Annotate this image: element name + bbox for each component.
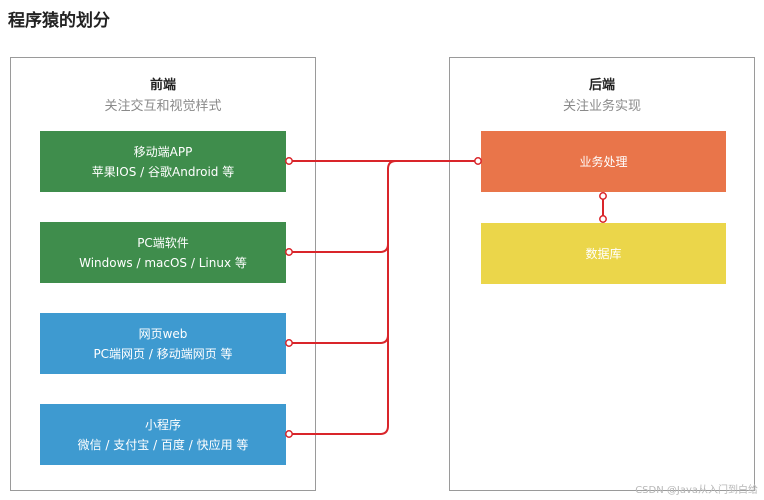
port-database-in — [599, 215, 607, 223]
business-logic-label: 业务处理 — [579, 154, 628, 169]
pc-software-box: PC端软件 Windows / macOS / Linux 等 — [40, 222, 286, 283]
mobile-app-box: 移动端APP 苹果IOS / 谷歌Android 等 — [40, 131, 286, 192]
database-box: 数据库 — [481, 223, 726, 284]
connector-web-to-business — [288, 168, 389, 344]
mini-program-label: 小程序 — [144, 417, 181, 432]
port-pc — [285, 248, 293, 256]
business-logic-box: 业务处理 — [481, 131, 726, 192]
port-business-in — [474, 157, 482, 165]
web-label: 网页web — [138, 326, 188, 341]
watermark: CSDN @Java从入门到白给 — [635, 485, 758, 496]
backend-description: 关注业务实现 — [562, 99, 641, 114]
mini-program-examples: 微信 / 支付宝 / 百度 / 快应用 等 — [77, 437, 249, 452]
connector-mini-to-business — [288, 168, 389, 435]
web-box: 网页web PC端网页 / 移动端网页 等 — [40, 313, 286, 374]
mobile-app-label: 移动端APP — [133, 144, 193, 159]
connector-pc-to-business — [288, 160, 397, 253]
pc-software-examples: Windows / macOS / Linux 等 — [79, 255, 247, 270]
frontend-title: 前端 — [149, 78, 176, 93]
port-web — [285, 339, 293, 347]
web-examples: PC端网页 / 移动端网页 等 — [93, 346, 233, 361]
page-title: 程序猿的划分 — [8, 11, 110, 31]
port-business-out — [599, 192, 607, 200]
mobile-app-examples: 苹果IOS / 谷歌Android 等 — [91, 164, 235, 179]
port-mini — [285, 430, 293, 438]
port-mobile — [285, 157, 293, 165]
pc-software-label: PC端软件 — [137, 235, 189, 250]
database-label: 数据库 — [585, 246, 622, 261]
backend-title: 后端 — [588, 78, 615, 93]
mini-program-box: 小程序 微信 / 支付宝 / 百度 / 快应用 等 — [40, 404, 286, 465]
frontend-description: 关注交互和视觉样式 — [104, 99, 222, 114]
